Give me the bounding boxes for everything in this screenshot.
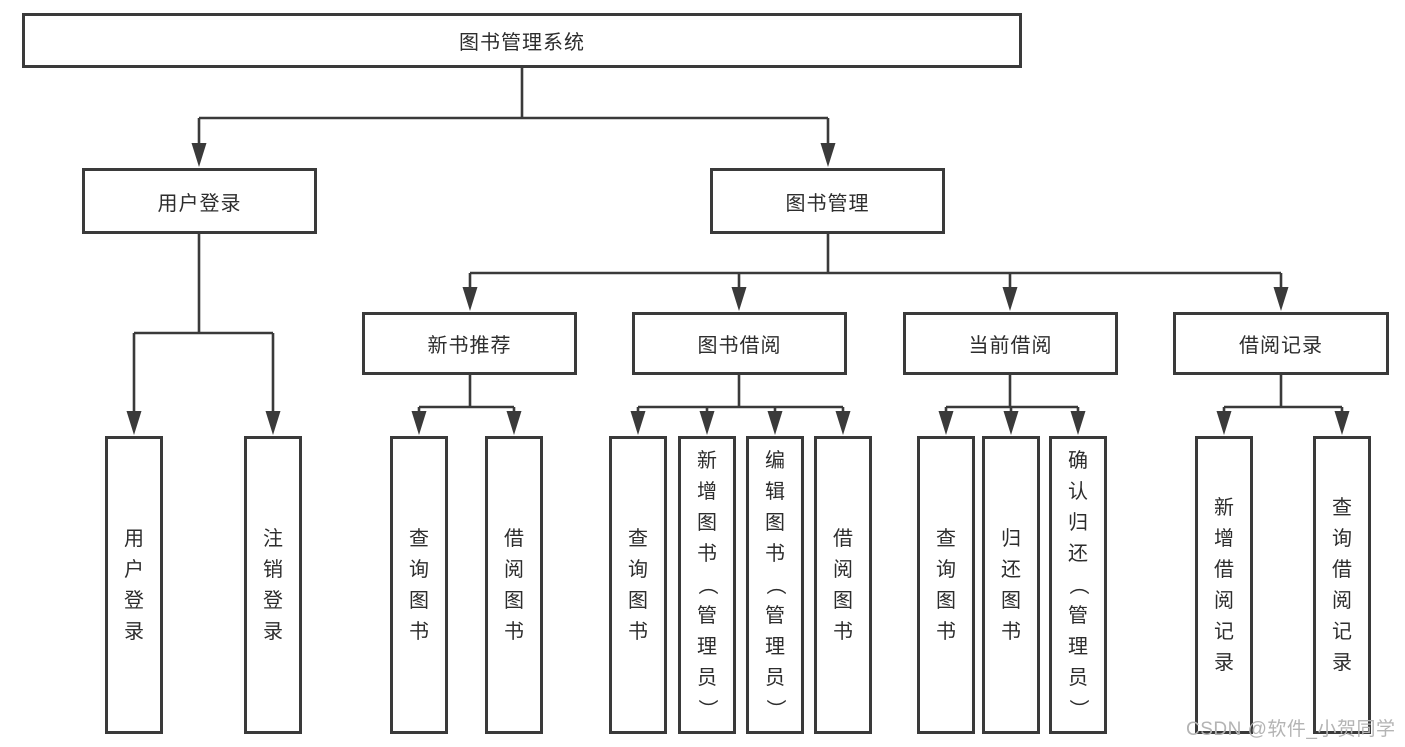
leaf-add-borrow-record: 新增借阅记录: [1195, 436, 1253, 734]
node-book-borrowing: 图书借阅: [632, 312, 847, 375]
leaf-borrow-books-recommend: 借阅图书: [485, 436, 543, 734]
leaf-query-books-borrowing: 查询图书: [609, 436, 667, 734]
leaf-query-books-recommend: 查询图书: [390, 436, 448, 734]
leaf-confirm-return-admin: 确认归还（管理员）: [1049, 436, 1107, 734]
leaf-query-books-current: 查询图书: [917, 436, 975, 734]
leaf-logout: 注销登录: [244, 436, 302, 734]
leaf-return-books: 归还图书: [982, 436, 1040, 734]
root-node-library-management-system: 图书管理系统: [22, 13, 1022, 68]
node-user-login: 用户登录: [82, 168, 317, 234]
node-new-book-recommend: 新书推荐: [362, 312, 577, 375]
leaf-edit-books-admin: 编辑图书（管理员）: [746, 436, 804, 734]
leaf-user-login: 用户登录: [105, 436, 163, 734]
csdn-watermark: CSDN @软件_小贺同学: [1186, 719, 1396, 740]
leaf-query-borrow-record: 查询借阅记录: [1313, 436, 1371, 734]
leaf-borrow-books-borrowing: 借阅图书: [814, 436, 872, 734]
leaf-add-books-admin: 新增图书（管理员）: [678, 436, 736, 734]
node-book-management: 图书管理: [710, 168, 945, 234]
node-borrow-records: 借阅记录: [1173, 312, 1389, 375]
node-current-borrowing: 当前借阅: [903, 312, 1118, 375]
